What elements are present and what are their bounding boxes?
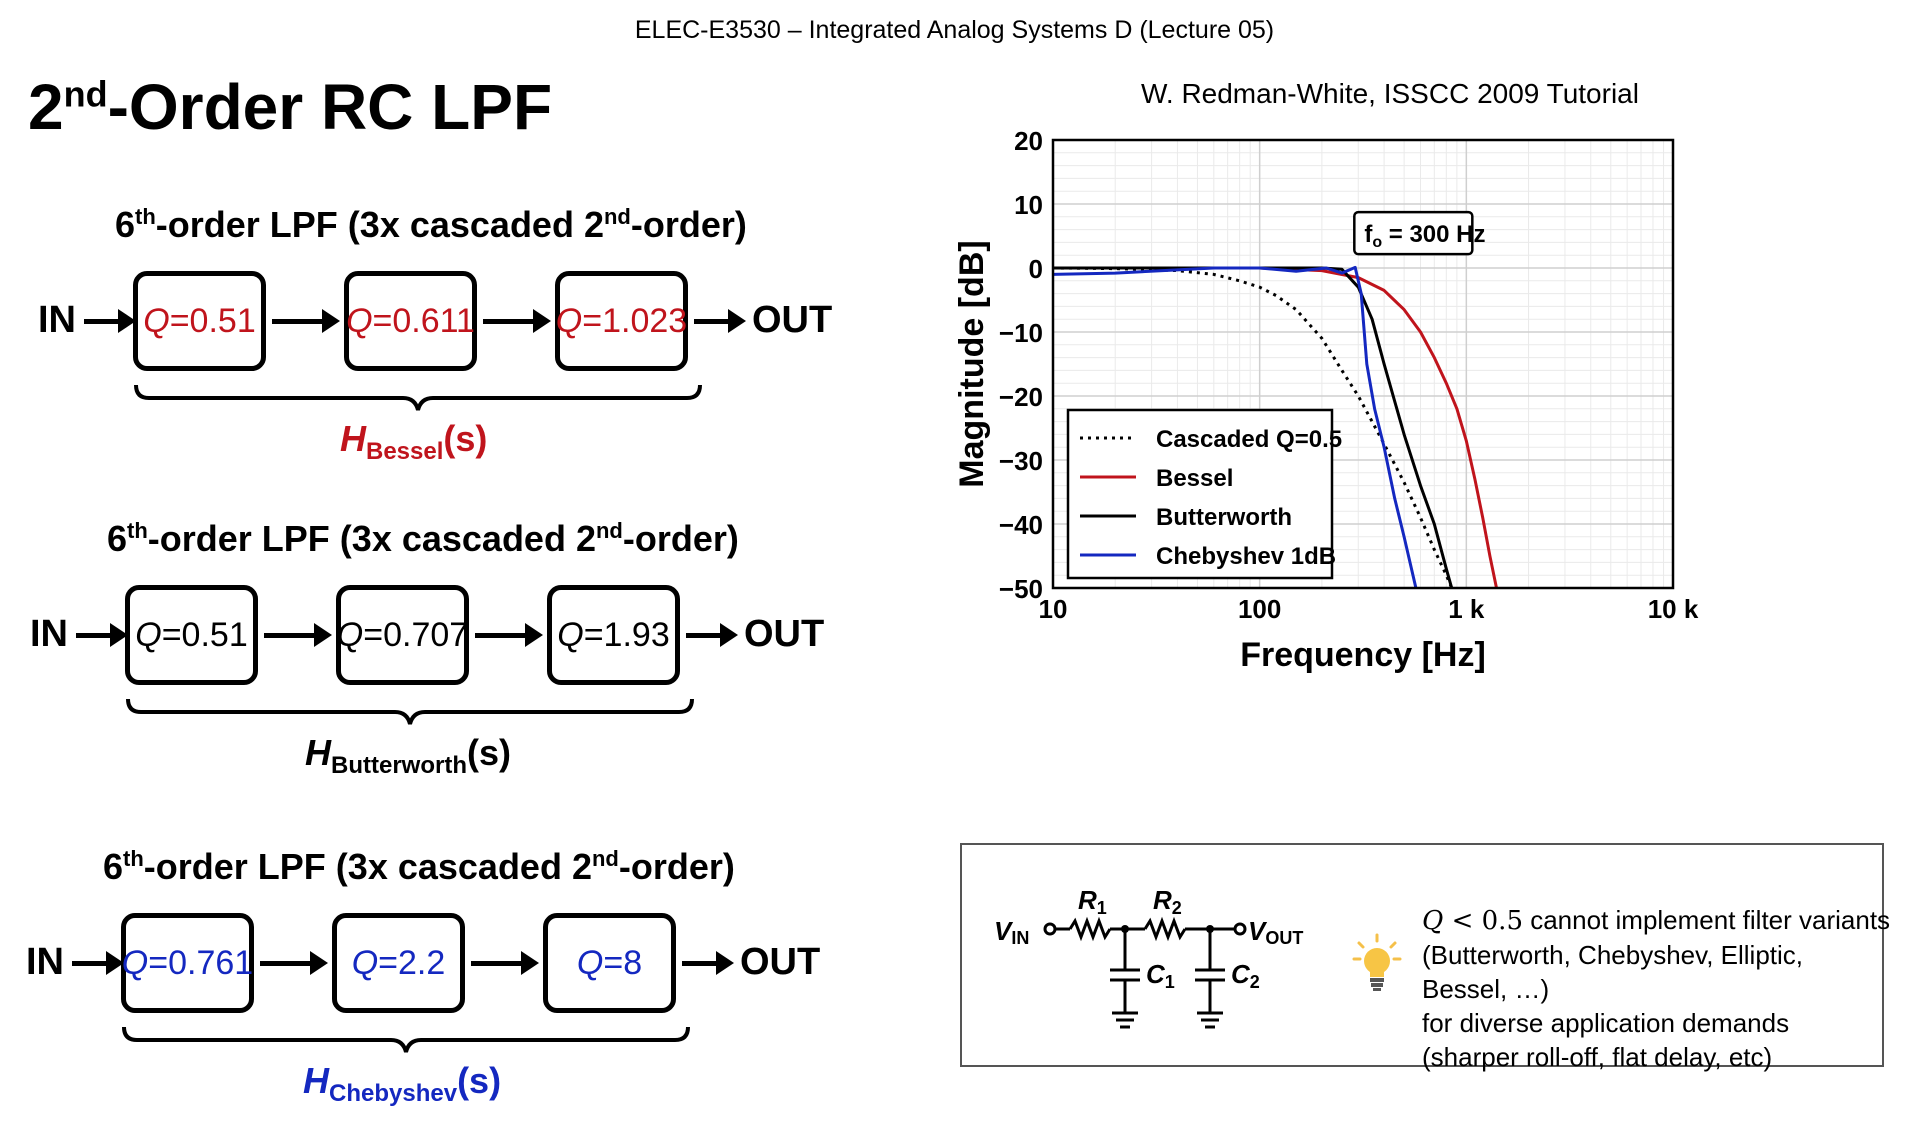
cascade-chebyshev: 6th-order LPF (3x cascaded 2nd-order) IN… (0, 842, 900, 1142)
r1-label: R1 (1078, 885, 1107, 918)
y-tick-label: −10 (999, 318, 1043, 348)
y-tick-label: 10 (1014, 190, 1043, 220)
note-text: Q < 0.5 cannot implement filter variants… (1422, 903, 1892, 1074)
out-label: OUT (752, 299, 833, 341)
arrow (694, 309, 746, 333)
q-box: Q=0.611 (344, 271, 477, 371)
x-tick-label: 1 k (1448, 594, 1485, 624)
note-line2: (Butterworth, Chebyshev, Elliptic, Besse… (1422, 940, 1803, 1004)
note-line3: for diverse application demands (1422, 1008, 1790, 1038)
arrow (264, 623, 332, 647)
lightbulb-icon (1352, 933, 1402, 991)
arrow (76, 623, 128, 647)
transfer-function-label: HButterworth(s) (305, 732, 511, 780)
in-label: IN (38, 299, 76, 341)
x-tick-label: 10 (1039, 594, 1068, 624)
transfer-function-label: HChebyshev(s) (303, 1060, 502, 1108)
arrow (260, 951, 328, 975)
underbrace (126, 698, 694, 725)
q-box: Q=0.761 (121, 913, 254, 1013)
title-rest: -Order RC LPF (107, 71, 553, 143)
y-tick-label: −50 (999, 574, 1043, 604)
out-label: OUT (740, 941, 821, 983)
arrow (686, 623, 738, 647)
annotation-box (1353, 210, 1474, 256)
slide-title: 2nd-Order RC LPF (28, 70, 552, 144)
y-tick-label: −40 (999, 510, 1043, 540)
cascade-title: 6th-order LPF (3x cascaded 2nd-order) (103, 846, 735, 887)
arrow (272, 309, 340, 333)
note-line4: (sharper roll-off, flat delay, etc) (1422, 1042, 1773, 1072)
series-line-bessel (1053, 266, 1498, 588)
c2-label: C2 (1231, 959, 1260, 992)
rc-ladder-circuit: VIN VOUT R1 R2 C1 C2 (994, 885, 1303, 1029)
cascade-butterworth: 6th-order LPF (3x cascaded 2nd-order) IN… (0, 514, 900, 814)
q-box: Q=1.93 (547, 585, 680, 685)
note-line1: cannot implement filter variants (1523, 905, 1891, 935)
lecture-header: ELEC-E3530 – Integrated Analog Systems D… (634, 16, 1275, 44)
y-tick-label: 0 (1029, 254, 1043, 284)
series-line-cascaded-q-0-5 (1053, 266, 1454, 588)
y-axis-label: Magnitude [dB] (953, 240, 991, 487)
q-box: Q=8 (543, 913, 676, 1013)
underbrace (122, 1026, 690, 1053)
transfer-function-label: HBessel(s) (340, 418, 488, 466)
in-label: IN (26, 941, 64, 983)
title-sup: nd (63, 73, 108, 115)
q-box: Q=0.707 (336, 585, 469, 685)
y-tick-label: −30 (999, 446, 1043, 476)
legend-label: Bessel (1156, 465, 1233, 492)
q-box: Q=0.51 (125, 585, 258, 685)
arrow (475, 623, 543, 647)
series-line-chebyshev-1db (1053, 265, 1418, 588)
legend-label: Butterworth (1156, 504, 1292, 531)
note-box: VIN VOUT R1 R2 C1 C2 Q < 0.5 cannot impl… (960, 843, 1890, 1072)
r2-label: R2 (1153, 885, 1182, 918)
plot-frame (1051, 138, 1675, 590)
x-axis-label: Frequency [Hz] (1240, 636, 1486, 674)
cascade-title: 6th-order LPF (3x cascaded 2nd-order) (115, 204, 747, 245)
q-box: Q=0.51 (133, 271, 266, 371)
cascade-title: 6th-order LPF (3x cascaded 2nd-order) (107, 518, 739, 559)
note-q: Q (1422, 906, 1444, 936)
in-label: IN (30, 613, 68, 655)
legend-label: Cascaded Q=0.5 (1156, 426, 1342, 453)
q-box: Q=1.023 (555, 271, 688, 371)
series-line-butterworth (1053, 266, 1454, 588)
out-label: OUT (744, 613, 825, 655)
annotation-text: fo = 300 Hz (1364, 221, 1485, 251)
underbrace (134, 384, 702, 411)
vout-label: VOUT (1248, 916, 1303, 948)
title-prefix: 2 (28, 71, 64, 143)
legend-label: Chebyshev 1dB (1156, 543, 1336, 570)
vin-label: VIN (994, 916, 1029, 948)
y-tick-label: 20 (1014, 126, 1043, 156)
c1-label: C1 (1146, 959, 1175, 992)
x-tick-label: 10 k (1648, 594, 1699, 624)
x-tick-label: 100 (1238, 594, 1281, 624)
arrow (483, 309, 551, 333)
note-lt: < 0.5 (1443, 906, 1523, 936)
cascade-bessel: 6th-order LPF (3x cascaded 2nd-order) IN… (0, 200, 900, 500)
y-tick-label: −20 (999, 382, 1043, 412)
arrow (471, 951, 539, 975)
arrow (84, 309, 136, 333)
arrow (682, 951, 734, 975)
arrow (72, 951, 124, 975)
q-box: Q=2.2 (332, 913, 465, 1013)
chart-credit: W. Redman-White, ISSCC 2009 Tutorial (1141, 78, 1639, 109)
